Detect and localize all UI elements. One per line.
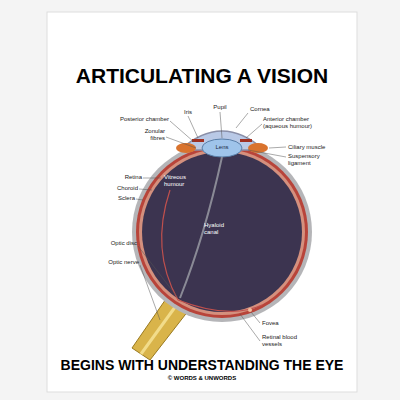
choroid [136,146,308,318]
part-label: Retina [125,174,142,181]
title: ARTICULATING A VISION [76,64,328,88]
part-label: Sclera [118,195,135,202]
lens [202,139,242,157]
retinal-vessels [162,190,262,311]
part-label: Posterior chamber [120,116,169,123]
part-label: Fovea [262,320,279,327]
part-label: Vitreous humour [164,174,196,188]
part-label: Retinal blood vessels [262,334,302,348]
part-label: Choroid [117,185,138,192]
vitreous-humour [142,152,302,312]
part-label: Pupil [213,104,226,111]
copyright-note: © WORDS & UNWORDS [168,375,236,382]
sclera [132,142,312,322]
iris-right [240,139,252,142]
part-label: Ciliary muscle [288,144,325,151]
part-label: Cornea [250,106,270,113]
part-label: Optic nerve [108,259,139,266]
part-label: Lens [215,144,228,151]
optic-nerve-core [141,303,178,354]
part-label: Optic disc [111,240,137,247]
part-label: Zonular fibres [133,128,165,142]
part-label: Suspensory ligament [288,153,328,167]
caption: BEGINS WITH UNDERSTANDING THE EYE [61,357,344,373]
ciliary-muscle-right [248,143,268,153]
part-label: Iris [184,109,192,116]
part-label: Hyaloid canal [204,222,236,236]
card [47,12,357,392]
fovea [248,308,252,312]
leader-lines [136,112,286,341]
part-label: Anterior chamber (aqueous humour) [263,116,325,130]
retina [139,149,305,315]
